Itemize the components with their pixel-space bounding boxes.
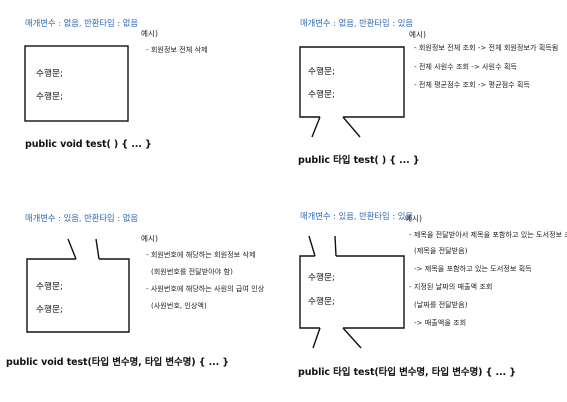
statement-text: 수행문; xyxy=(36,92,63,102)
statement-text: 수행문; xyxy=(308,273,335,283)
example-line: - 회원번호에 해당하는 회원정보 삭제 xyxy=(146,250,256,259)
example-line: - 전체 평균점수 조회 -> 평균점수 획득 xyxy=(414,80,530,89)
param-arrow-left-line-2 xyxy=(308,235,316,257)
param-arrow-right-line-2 xyxy=(334,235,337,257)
method-box-with-param-no-return xyxy=(26,258,130,333)
method-box-no-param-no-return xyxy=(24,45,129,122)
statement-text: 수행문; xyxy=(308,90,335,100)
example-line: - 사원번호에 해당하는 사원의 급여 인상 xyxy=(146,284,265,293)
method-signature: public 타입 test(타입 변수명, 타입 변수명) { ... } xyxy=(298,367,516,378)
statement-text: 수행문; xyxy=(36,305,63,315)
example-line: - 제목을 전달받아서 제목을 포함하고 있는 도서정보 조회 xyxy=(409,230,567,239)
param-arrow-left-line xyxy=(67,238,77,260)
example-note: (회원번호를 전달받아야 함) xyxy=(151,267,233,276)
example-note: (제목을 전달받음) xyxy=(414,246,468,255)
method-signature: public 타입 test( ) { ... } xyxy=(298,155,420,166)
method-box-no-param-with-return xyxy=(299,46,405,118)
example-line: - 전체 사원수 조회 -> 사원수 획득 xyxy=(414,62,517,71)
return-arrow-left-line xyxy=(311,116,321,138)
example-result: -> 제목을 포함하고 있는 도서정보 획득 xyxy=(414,264,532,273)
example-note: (사원번호, 인상액) xyxy=(151,301,207,310)
panel-title-with-param-no-return: 매개변수 : 있음, 반환타입 : 없음 xyxy=(25,213,139,223)
statement-text: 수행문; xyxy=(36,69,63,79)
return-arrow-left-line-2 xyxy=(312,327,321,349)
return-arrow-right-line-2 xyxy=(342,327,362,349)
method-box-with-param-with-return xyxy=(299,255,320,329)
panel-title-no-param-with-return: 매개변수 : 없음, 반환타입 : 있음 xyxy=(300,18,414,28)
statement-text: 수행문; xyxy=(36,282,63,292)
method-signature: public void test(타입 변수명, 타입 변수명) { ... } xyxy=(6,357,229,368)
statement-text: 수행문; xyxy=(308,67,335,77)
example-heading: 예시) xyxy=(141,234,158,243)
method-signature: public void test( ) { ... } xyxy=(25,139,152,150)
example-line: - 지정된 날짜의 매출액 조회 xyxy=(409,282,493,291)
panel-title-no-param-no-return: 매개변수 : 없음, 반환타입 : 없음 xyxy=(25,18,139,28)
example-line: - 회원정보 전체 조회 -> 전체 회원정보가 획득됨 xyxy=(414,43,559,52)
panel-title-with-param-with-return: 매개변수 : 있음, 반환타입 : 있음 xyxy=(300,211,414,221)
return-arrow-right-line xyxy=(342,116,361,138)
example-heading: 예시) xyxy=(409,30,426,39)
example-result: -> 매출액을 조회 xyxy=(414,318,467,327)
example-heading: 예시) xyxy=(141,29,158,38)
method-box-right-edge xyxy=(336,255,405,329)
example-line: - 회원정보 전체 삭제 xyxy=(146,45,208,54)
example-heading: 예시) xyxy=(405,214,422,223)
example-note: (날짜를 전달받음) xyxy=(414,300,468,309)
statement-text: 수행문; xyxy=(308,297,335,307)
param-arrow-right-line xyxy=(95,238,100,260)
